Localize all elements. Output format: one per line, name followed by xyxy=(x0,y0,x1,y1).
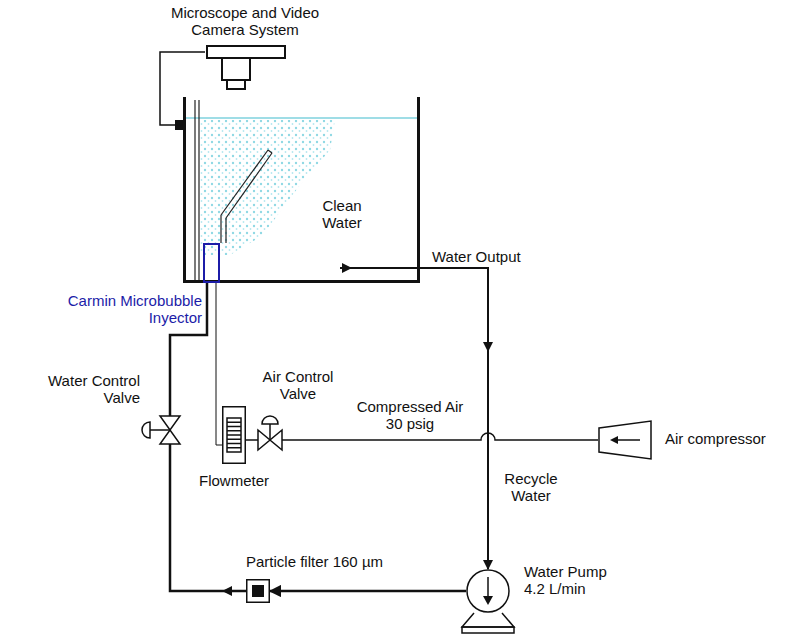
pipe-connector xyxy=(170,444,246,591)
air-compressor-symbol xyxy=(598,420,652,460)
air-compressor: Air compressor xyxy=(598,420,652,460)
component-label: Water Control Valve xyxy=(40,372,140,406)
flowmeter: Flowmeter xyxy=(222,406,246,464)
water-control-valve: Water Control Valve xyxy=(160,416,180,444)
pipe-connector xyxy=(216,283,222,445)
component-label: Clean Water xyxy=(312,197,372,231)
particle-filter: Particle filter 160 µm xyxy=(246,579,270,603)
component-label: Water Pump 4.2 L/min xyxy=(524,563,619,597)
outlet-arrow xyxy=(342,263,352,273)
particle-filter-symbol xyxy=(246,579,270,603)
water-surface xyxy=(186,117,417,119)
pipe-connector xyxy=(270,590,466,593)
tube xyxy=(198,100,199,281)
component-label: Flowmeter xyxy=(196,472,272,489)
deflector xyxy=(226,153,272,218)
deflector xyxy=(225,218,226,243)
microbubble-injector: Carmin Microbubble Inyector xyxy=(203,243,220,283)
microscope-camera: Microscope and Video Camera System xyxy=(205,45,285,90)
deflector xyxy=(268,150,272,153)
pipe-connector xyxy=(282,433,598,440)
component-label: Carmin Microbubble Inyector xyxy=(57,292,202,326)
component-label: Microscope and Video Camera System xyxy=(170,4,320,38)
air-control-valve-symbol xyxy=(258,430,282,450)
flow-label: Water Output xyxy=(432,248,521,265)
tube xyxy=(194,100,195,281)
water-tank: Carmin Microbubble Inyector Clean Water xyxy=(183,97,420,283)
water-control-valve-symbol xyxy=(160,416,180,444)
pipe-label: Recycle Water xyxy=(496,470,566,504)
component-label: Particle filter 160 µm xyxy=(246,553,416,570)
water-pump: Water Pump 4.2 L/min xyxy=(466,569,510,613)
microscope-camera-symbol xyxy=(205,45,285,90)
flowmeter-symbol xyxy=(222,406,246,464)
pipe-label: Compressed Air 30 psig xyxy=(350,398,470,432)
water-pump-symbol xyxy=(466,569,510,613)
component-label: Air compressor xyxy=(665,430,785,447)
deflector xyxy=(221,150,268,215)
deflector xyxy=(220,215,221,243)
component-label: Air Control Valve xyxy=(248,368,348,402)
pipe-connector xyxy=(246,439,258,441)
bubble-cloud xyxy=(200,120,335,255)
air-control-valve: Air Control Valve xyxy=(258,430,282,450)
